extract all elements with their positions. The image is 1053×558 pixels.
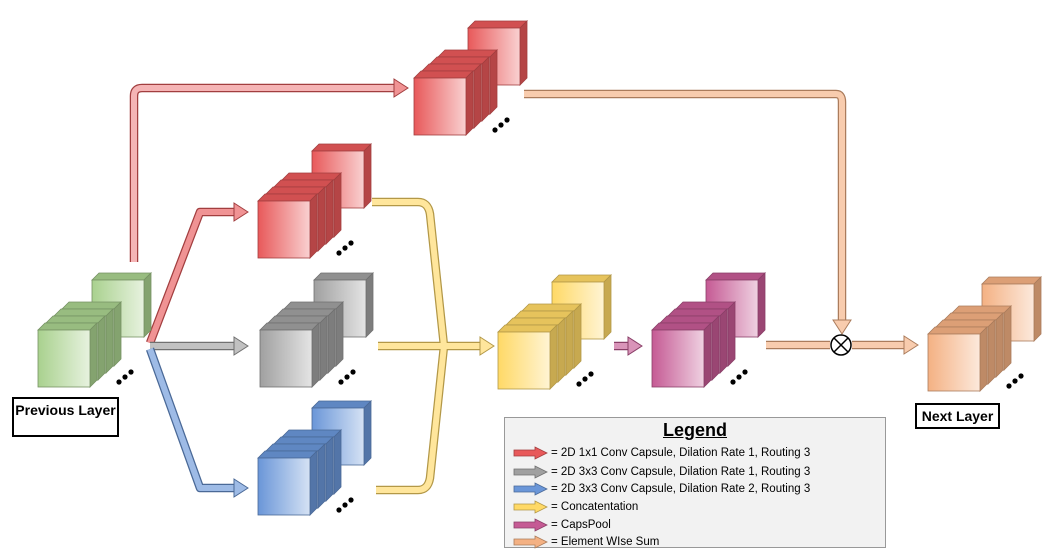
capspool-stack (651, 272, 766, 388)
skip-arrow (129, 78, 409, 262)
next-layer-stack (927, 276, 1042, 392)
legend-item-label: = 2D 3x3 Conv Capsule, Dilation Rate 2, … (551, 483, 811, 495)
legend-item: = 2D 1x1 Conv Capsule, Dilation Rate 1, … (513, 445, 810, 461)
legend-item: = 2D 3x3 Conv Capsule, Dilation Rate 1, … (513, 464, 810, 480)
branch-red-stack (257, 143, 372, 259)
concat-stack (497, 274, 612, 390)
legend-item: = 2D 3x3 Conv Capsule, Dilation Rate 2, … (513, 481, 810, 497)
branch-blue (146, 347, 249, 498)
legend-item-label: = Concatentation (551, 501, 639, 513)
legend-item: = Concatentation (513, 499, 638, 515)
previous-layer-label: Previous Layer (12, 397, 119, 437)
legend-arrow-icon (513, 535, 548, 549)
branch-gray (150, 336, 249, 356)
previous-layer-stack (37, 272, 152, 388)
legend-arrow-icon (513, 465, 548, 479)
capspool-arrow (614, 336, 643, 356)
sum-skip-arrow (524, 89, 852, 335)
concat-arrows (372, 197, 495, 495)
legend-arrow-icon (513, 482, 548, 496)
legend-item-label: = 2D 1x1 Conv Capsule, Dilation Rate 1, … (551, 447, 811, 459)
element-wise-sum-node (830, 334, 852, 356)
legend-item-label: = Element WIse Sum (551, 536, 660, 548)
capsule-stacks (37, 20, 1042, 516)
branch-gray-stack (259, 272, 374, 388)
legend-item-label: = 2D 3x3 Conv Capsule, Dilation Rate 1, … (551, 466, 811, 478)
legend-arrow-icon (513, 500, 548, 514)
legend-item: = Element WIse Sum (513, 534, 659, 550)
connection-arrows (129, 78, 919, 498)
legend-item: = CapsPool (513, 517, 611, 533)
legend-arrow-icon (513, 518, 548, 532)
legend: Legend = 2D 1x1 Conv Capsule, Dilation R… (504, 417, 886, 550)
legend-title: Legend (662, 420, 727, 440)
branch-red (146, 202, 249, 345)
skip-red-stack (413, 20, 528, 136)
sum-out-arrow (852, 335, 919, 355)
branch-blue-stack (257, 400, 372, 516)
next-layer-label: Next Layer (915, 403, 1000, 429)
legend-arrow-icon (513, 446, 548, 460)
legend-item-label: = CapsPool (551, 519, 611, 531)
